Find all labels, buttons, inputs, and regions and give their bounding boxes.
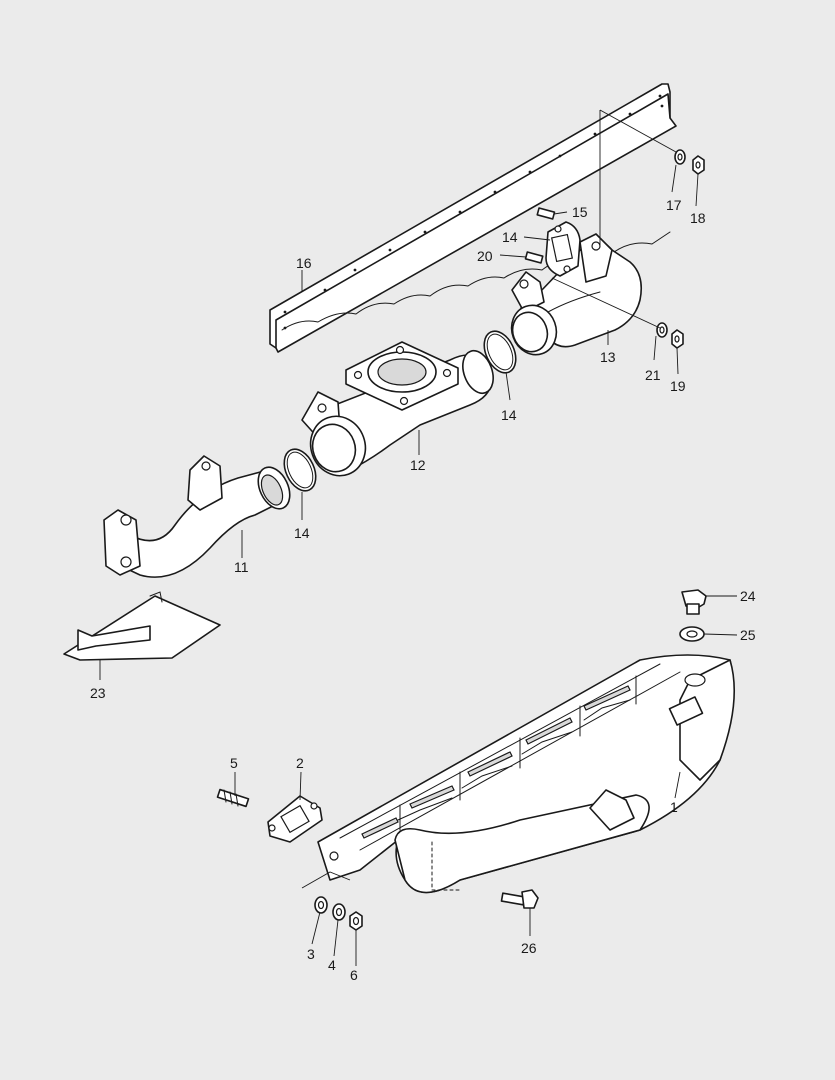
washer-3 bbox=[314, 896, 328, 914]
callout-5: 5 bbox=[230, 755, 238, 771]
sealing-ring-upper bbox=[483, 330, 517, 374]
washer-21 bbox=[656, 322, 668, 338]
callout-11: 11 bbox=[234, 559, 249, 575]
nut-6 bbox=[349, 911, 363, 931]
gasket-plate bbox=[545, 221, 581, 277]
heat-shield-rail bbox=[269, 83, 677, 353]
callout-13: 13 bbox=[600, 349, 616, 365]
washer-18 bbox=[674, 149, 686, 165]
bolt-26 bbox=[500, 889, 539, 909]
callout-23: 23 bbox=[90, 685, 106, 701]
callout-14-upper: 14 bbox=[501, 407, 517, 423]
nut-19-upper bbox=[692, 155, 705, 175]
stud-5 bbox=[216, 788, 250, 808]
callout-26: 26 bbox=[521, 940, 537, 956]
washer-4 bbox=[332, 903, 346, 921]
callout-21: 21 bbox=[645, 367, 661, 383]
leader-lines bbox=[99, 109, 738, 966]
intake-manifold bbox=[317, 654, 736, 894]
callout-12: 12 bbox=[410, 457, 426, 473]
callout-25: 25 bbox=[740, 627, 756, 643]
front-manifold-pipe bbox=[103, 455, 291, 578]
callout-19-upper: 18 bbox=[690, 210, 706, 226]
callout-4: 4 bbox=[328, 957, 336, 973]
stud-20 bbox=[524, 251, 544, 264]
callout-1: 1 bbox=[670, 799, 678, 815]
callout-16: 15 bbox=[572, 204, 588, 220]
callout-20: 20 bbox=[477, 248, 493, 264]
callout-2: 2 bbox=[296, 755, 304, 771]
callout-15: 14 bbox=[502, 229, 518, 245]
callout-14-lower: 14 bbox=[294, 525, 310, 541]
nut-19-lower bbox=[671, 329, 684, 349]
sealing-ring-lower bbox=[283, 448, 317, 492]
callout-3: 3 bbox=[307, 946, 315, 962]
callout-6: 6 bbox=[350, 967, 358, 983]
callout-17: 16 bbox=[296, 255, 312, 271]
callout-24: 24 bbox=[740, 588, 756, 604]
callout-18: 17 bbox=[666, 197, 682, 213]
small-gasket bbox=[267, 795, 323, 843]
deflector-plate bbox=[63, 591, 221, 661]
plug-screw bbox=[681, 589, 707, 615]
center-manifold-section bbox=[301, 341, 494, 477]
callout-19-lower: 19 bbox=[670, 378, 686, 394]
plug-washer bbox=[679, 626, 705, 642]
callout-labels: 16 15 14 20 17 18 13 21 19 14 12 14 11 2… bbox=[90, 197, 756, 983]
stud-16 bbox=[536, 207, 556, 220]
rear-manifold-elbow bbox=[510, 233, 643, 356]
